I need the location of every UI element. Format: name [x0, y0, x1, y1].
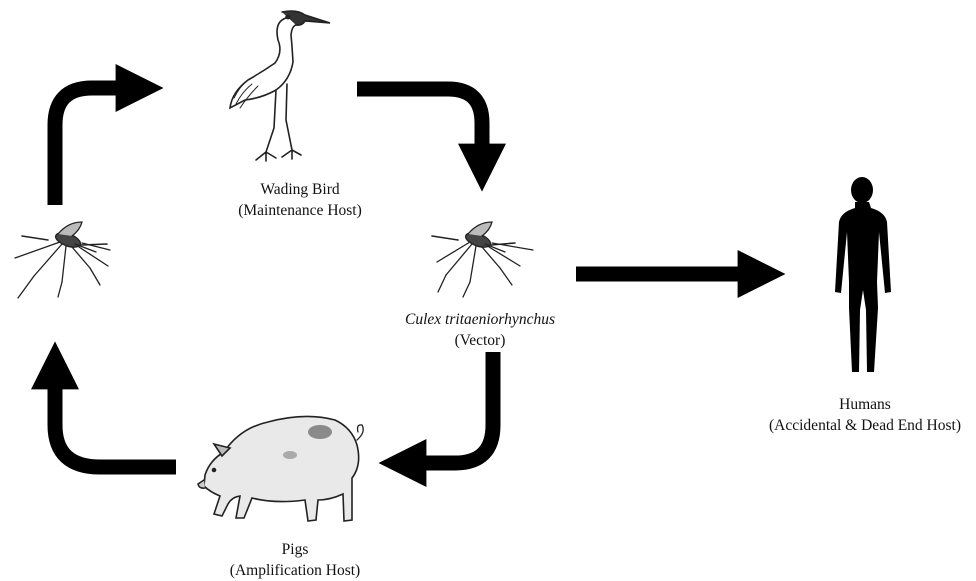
pig-icon — [198, 416, 363, 521]
vector-name: Culex tritaeniorhynchus — [400, 309, 560, 330]
humans-label: Humans (Accidental & Dead End Host) — [765, 394, 965, 436]
mosquito-left-icon — [15, 222, 110, 298]
vector-role: (Vector) — [400, 330, 560, 351]
pigs-role: (Amplification Host) — [215, 560, 375, 581]
bird-label: Wading Bird (Maintenance Host) — [230, 179, 370, 221]
humans-name: Humans — [765, 394, 965, 415]
arrow-bird-to-vector — [357, 89, 482, 158]
bird-role: (Maintenance Host) — [230, 200, 370, 221]
arrow-pigs-to-mosquito — [55, 375, 176, 467]
pigs-label: Pigs (Amplification Host) — [215, 539, 375, 581]
arrow-vector-to-pigs — [412, 352, 493, 463]
vector-label: Culex tritaeniorhynchus (Vector) — [400, 309, 560, 351]
pigs-name: Pigs — [215, 539, 375, 560]
arrow-mosquito-to-bird — [55, 88, 130, 205]
mosquito-icon — [432, 222, 533, 297]
humans-role: (Accidental & Dead End Host) — [765, 415, 965, 436]
heron-icon — [230, 11, 330, 161]
human-silhouette-icon — [835, 177, 891, 372]
bird-name: Wading Bird — [230, 179, 370, 200]
